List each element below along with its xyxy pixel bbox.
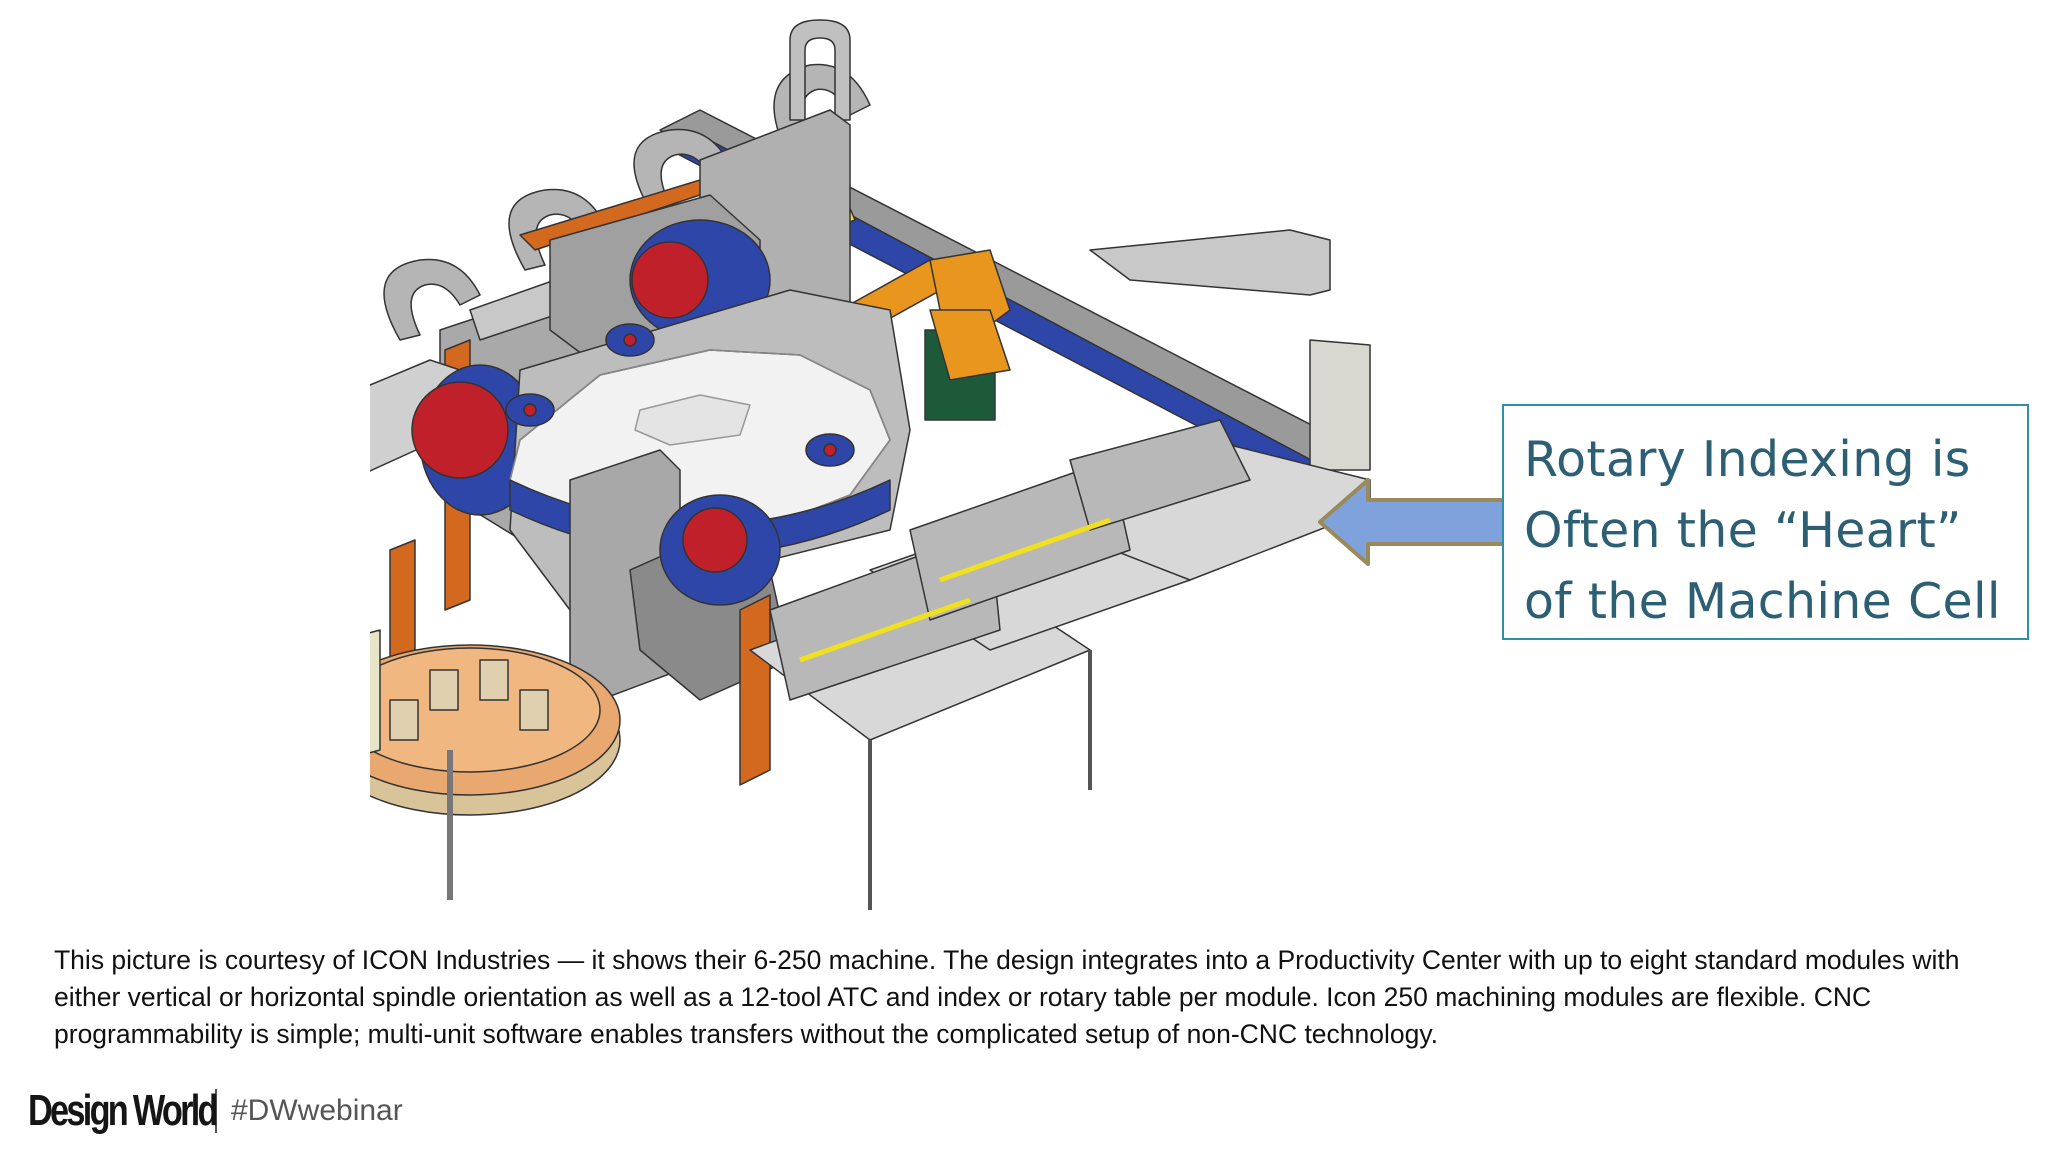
image-caption: This picture is courtesy of ICON Industr… — [54, 945, 1960, 1049]
footer-divider — [215, 1089, 217, 1133]
machine-cell-illustration — [370, 19, 1371, 910]
callout-box: Rotary Indexing is Often the “Heart” of … — [1502, 404, 2029, 640]
callout-text: Rotary Indexing is Often the “Heart” of … — [1524, 431, 2001, 630]
design-world-logo: Design World — [28, 1086, 219, 1135]
webinar-hashtag: #DWwebinar — [231, 1094, 403, 1127]
left-arrow-icon — [1318, 478, 1508, 566]
arrow-shape — [1318, 478, 1508, 566]
footer: Design World #DWwebinar — [28, 1086, 403, 1136]
